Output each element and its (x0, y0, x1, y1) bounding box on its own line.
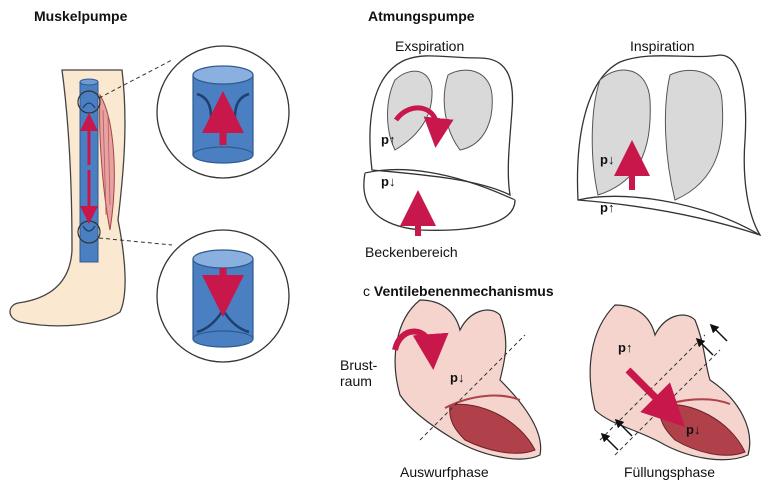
valve-plane-filling-b (614, 349, 721, 456)
label-pelvis: Beckenbereich (365, 244, 458, 260)
arrow-small-1 (600, 432, 619, 451)
pressure-down-ejection: p↓ (450, 370, 465, 385)
pressure-up-expiration: p↑ (381, 132, 396, 147)
title-valve-prefix: c (363, 283, 370, 299)
arrow-ejection-curve (392, 328, 449, 370)
arrow-filling-diagonal (625, 367, 685, 427)
title-muscle-pump: Muskelpumpe (34, 8, 128, 24)
label-chest-line2: raum (340, 373, 372, 389)
title-valve-mechanism: c Ventilebenenmechanismus (363, 283, 554, 299)
label-filling: Füllungsphase (624, 464, 716, 480)
arrow-small-4 (709, 323, 728, 342)
thorax-inspiration (576, 54, 762, 237)
arrow-small-2 (614, 418, 633, 437)
pressure-down-filling: p↓ (686, 422, 701, 437)
heart-filling (589, 304, 751, 461)
leg-illustration (9, 69, 126, 327)
label-inspiration: Inspiration (630, 38, 695, 54)
pressure-up-inspiration: p↑ (600, 200, 615, 215)
label-expiration: Exspiration (395, 38, 465, 54)
pressure-up-filling: p↑ (618, 340, 633, 355)
arrow-expiration-curve (393, 105, 454, 148)
label-chest-line1: Brust- (340, 357, 378, 373)
label-ejection: Auswurfphase (400, 464, 489, 480)
pressure-down-expiration: p↓ (381, 174, 396, 189)
title-breathing-pump: Atmungspumpe (368, 8, 475, 24)
valve-plane-ejection (419, 334, 526, 441)
pressure-down-inspiration: p↓ (600, 152, 615, 167)
heart-ejection (394, 299, 542, 460)
title-valve-text: Ventilebenenmechanismus (373, 283, 554, 299)
arrow-small-3 (695, 337, 714, 356)
